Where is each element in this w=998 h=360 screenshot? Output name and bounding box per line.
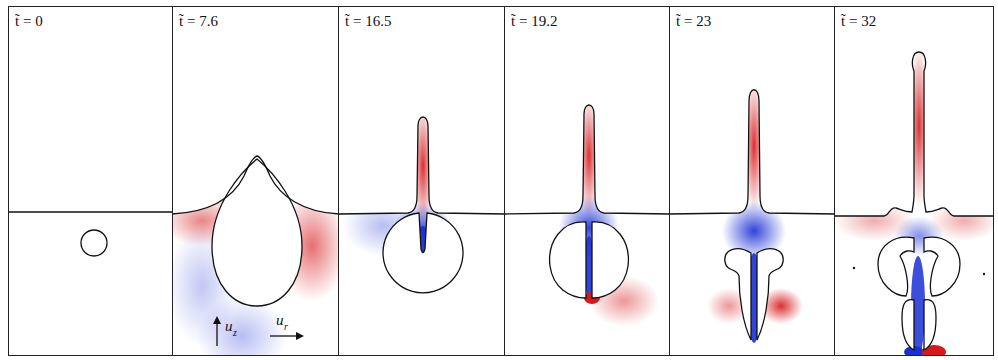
time-panel: t̃ = 32 <box>834 6 994 356</box>
time-label: t̃ = 23 <box>676 14 711 29</box>
time-label: t̃ = 7.6 <box>179 14 218 29</box>
time-label: t̃ = 19.2 <box>511 14 557 29</box>
time-label: t̃ = 0 <box>15 14 43 29</box>
time-label: t̃ = 16.5 <box>345 14 391 29</box>
time-panel: t̃ = 7.6uzur <box>172 6 339 356</box>
velocity-symbol: u <box>276 313 284 328</box>
time-panel: t̃ = 23 <box>669 6 835 356</box>
velocity-subscript: r <box>284 322 288 332</box>
velocity-symbol: u <box>225 319 233 334</box>
time-panel: t̃ = 19.2 <box>504 6 670 356</box>
time-label: t̃ = 32 <box>841 14 876 29</box>
velocity-subscript: z <box>233 328 237 338</box>
time-panel: t̃ = 16.5 <box>338 6 505 356</box>
time-panel: t̃ = 0 <box>8 6 173 356</box>
